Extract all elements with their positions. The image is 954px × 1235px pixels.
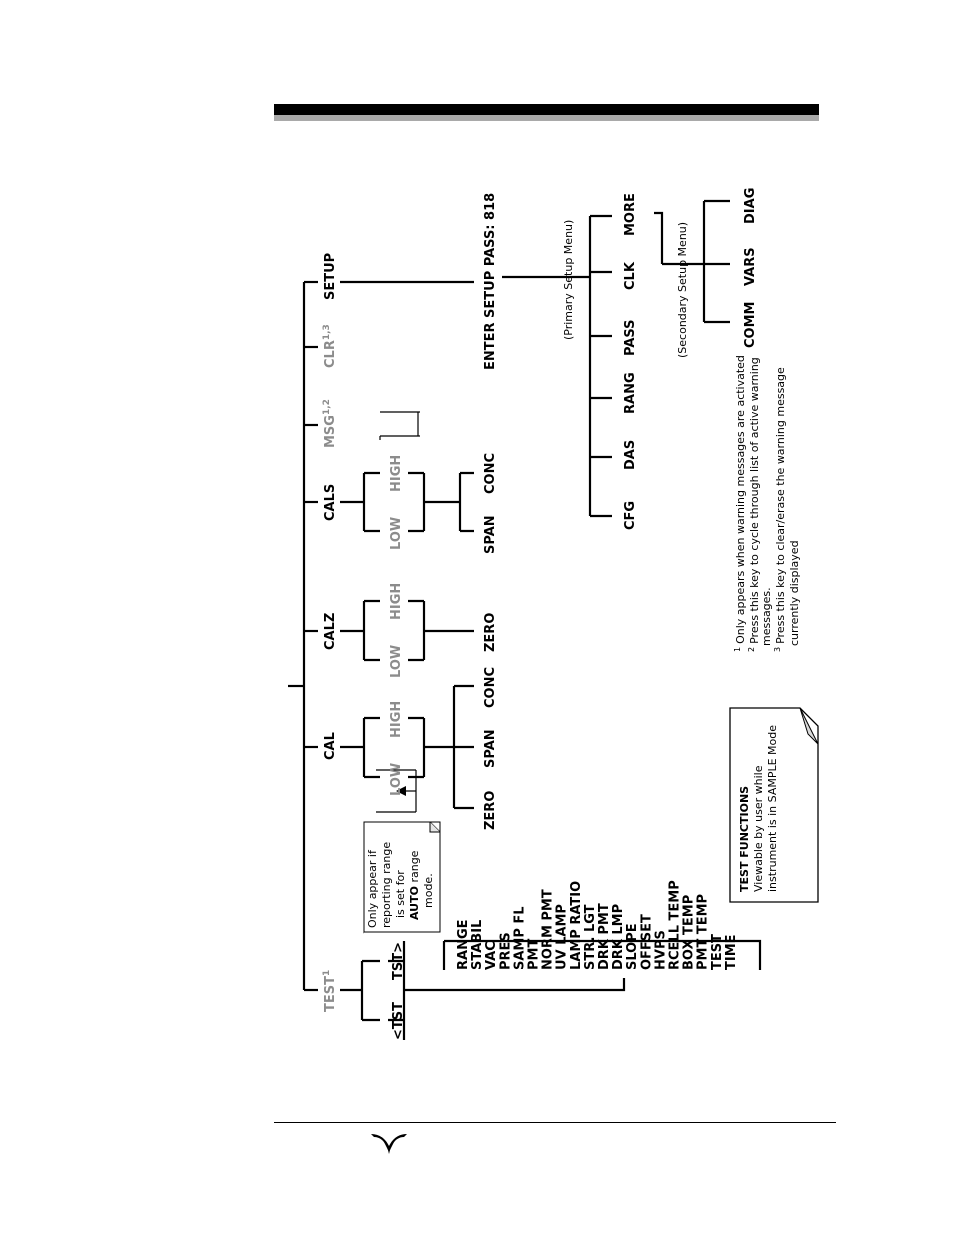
secondary-setup-caption: (Secondary Setup Menu): [676, 222, 689, 358]
test-function-item: SLOPE: [625, 923, 640, 970]
calz-low-key[interactable]: LOW: [389, 645, 404, 678]
cal-span-key[interactable]: SPAN: [483, 729, 498, 768]
test-function-item: RCELL TEMP: [668, 880, 683, 970]
menu-msg-label[interactable]: MSG1,2: [322, 399, 338, 448]
test-note-line2: instrument is in SAMPLE Mode: [766, 725, 779, 892]
test-function-item: DRK LMP: [611, 904, 626, 970]
footnote-1: 1Only appears when warning messages are …: [733, 355, 747, 652]
test-note-line1: Viewable by user while: [752, 765, 765, 892]
setup-item-clk[interactable]: CLK: [623, 261, 638, 290]
test-note-title: TEST FUNCTIONS: [738, 786, 751, 892]
test-function-item: DRK PMT: [597, 903, 612, 970]
menu-test-label[interactable]: TEST1: [322, 970, 338, 1012]
menu-clr-label[interactable]: CLR1,3: [322, 324, 338, 368]
test-function-item: BOX TEMP: [682, 895, 697, 970]
test-functions-note: TEST FUNCTIONS Viewable by user while in…: [729, 707, 819, 903]
auto-note-line1: Only appear if: [366, 849, 379, 928]
tree-lines: [288, 199, 762, 1040]
calz-zero-key[interactable]: ZERO: [483, 613, 498, 652]
cals-conc-key[interactable]: CONC: [483, 453, 498, 494]
test-function-item: STR. LGT: [583, 904, 598, 970]
footnote-3: 3Press this key to clear/erase the warni…: [773, 367, 787, 652]
footer-rule: [274, 1122, 836, 1123]
test-function-item: TEST: [710, 934, 725, 970]
company-logo-icon: [371, 1134, 407, 1154]
setup-item-pass[interactable]: PASS: [623, 319, 638, 356]
primary-setup-items: CFG DAS RANG PASS CLK MORE: [623, 193, 638, 530]
setup-pass-prompt: ENTER SETUP PASS: 818: [483, 193, 498, 370]
menu-calz-label[interactable]: CALZ: [323, 613, 338, 650]
footnote-2: 2Press this key to cycle through list of…: [747, 357, 761, 652]
setup-item-rang[interactable]: RANG: [623, 372, 638, 414]
setup-item-das[interactable]: DAS: [623, 440, 638, 470]
header-bar-shadow: [274, 115, 819, 121]
header-bar: [274, 104, 819, 115]
footnotes: 1Only appears when warning messages are …: [733, 355, 801, 652]
menu-cal-label[interactable]: CAL: [323, 732, 338, 760]
footnote-3-cont: currently displayed: [788, 540, 801, 646]
auto-range-note: Only appear if reporting range is set fo…: [363, 821, 441, 934]
test-function-item: STABIL: [470, 920, 485, 970]
test-function-item: RANGE: [456, 919, 471, 970]
setup-item-comm[interactable]: COMM: [743, 302, 758, 348]
auto-note-line2: reporting range: [380, 842, 393, 928]
menu-cals-label[interactable]: CALS: [323, 484, 338, 521]
test-function-item: PMT TEMP: [696, 894, 711, 970]
next-test-key[interactable]: TST>: [391, 942, 406, 980]
cal-conc-key[interactable]: CONC: [483, 667, 498, 708]
setup-item-diag[interactable]: DIAG: [743, 188, 758, 224]
setup-item-vars[interactable]: VARS: [743, 247, 758, 286]
cals-span-key[interactable]: SPAN: [483, 515, 498, 554]
secondary-setup-items: COMM VARS DIAG: [743, 188, 758, 348]
cals-high-key[interactable]: HIGH: [389, 455, 404, 492]
test-function-item: HVPS: [653, 930, 668, 970]
setup-item-more[interactable]: MORE: [623, 193, 638, 236]
prev-test-key[interactable]: <TST: [391, 1002, 406, 1040]
test-function-item: OFFSET: [639, 914, 654, 970]
auto-note-line4: AUTO range: [408, 850, 421, 920]
setup-item-cfg[interactable]: CFG: [623, 501, 638, 530]
test-function-item: PMT: [527, 939, 542, 970]
cal-zero-key[interactable]: ZERO: [483, 791, 498, 830]
footnote-2-cont: messages.: [760, 587, 773, 646]
test-function-item: UV LAMP: [555, 904, 570, 970]
menu-setup-label[interactable]: SETUP: [323, 253, 338, 300]
auto-note-line5: mode.: [422, 873, 435, 908]
calz-high-key[interactable]: HIGH: [389, 583, 404, 620]
test-function-item: VAC: [484, 941, 499, 970]
test-function-item: TIME: [724, 934, 739, 970]
auto-note-line3: is set for: [394, 870, 407, 918]
test-function-item: LAMP RATIO: [569, 881, 584, 970]
cals-low-key[interactable]: LOW: [389, 517, 404, 550]
test-function-item: PRES: [498, 932, 513, 970]
cal-high-key[interactable]: HIGH: [389, 701, 404, 738]
cal-low-key[interactable]: LOW: [389, 763, 404, 796]
primary-setup-caption: (Primary Setup Menu): [562, 220, 575, 340]
test-function-item: NORM PMT: [541, 889, 556, 970]
test-function-item: SAMP FL: [512, 906, 527, 970]
